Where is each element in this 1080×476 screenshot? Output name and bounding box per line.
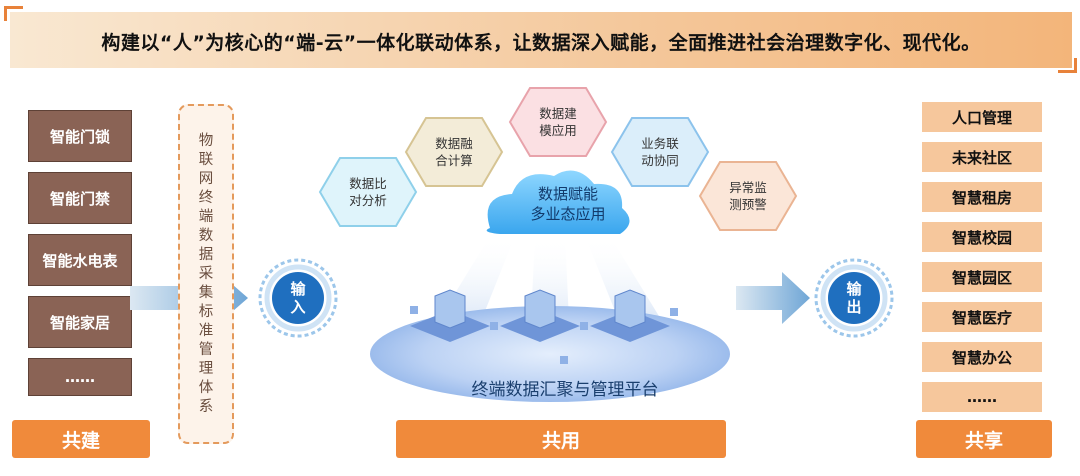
hexagon-business-linkage: 业务联 动协同 xyxy=(610,116,710,188)
vertical-char: 终 xyxy=(198,189,214,206)
application-item: 智慧园区 xyxy=(922,262,1042,292)
hexagon-label: 异常监 测预警 xyxy=(729,180,767,212)
vertical-char: 标 xyxy=(198,303,214,320)
hexagon-data-fusion: 数据融 合计算 xyxy=(404,116,504,188)
vertical-char: 数 xyxy=(198,227,214,244)
device-box: …… xyxy=(28,358,132,396)
device-box: 智能门禁 xyxy=(28,172,132,224)
vertical-char: 采 xyxy=(198,265,214,282)
corner-bracket-bottom-right xyxy=(1058,58,1077,73)
platform-label: 终端数据汇聚与管理平台 xyxy=(471,380,659,400)
hexagon-data-comparison: 数据比 对分析 xyxy=(318,156,418,228)
bottom-bar-co-share: 共享 xyxy=(916,420,1052,458)
vertical-char: 端 xyxy=(198,208,214,225)
vertical-char: 联 xyxy=(198,151,214,168)
application-item: 智慧租房 xyxy=(922,182,1042,212)
hexagon-label: 数据比 对分析 xyxy=(349,176,387,208)
hexagon-label: 业务联 动协同 xyxy=(641,136,679,168)
application-item: 智慧医疗 xyxy=(922,302,1042,332)
device-box: 智能门锁 xyxy=(28,110,132,162)
vertical-char: 理 xyxy=(198,360,214,377)
input-label: 输 入 xyxy=(290,280,306,316)
input-circle xyxy=(258,258,338,338)
vertical-char: 集 xyxy=(198,284,214,301)
device-box: 智能家居 xyxy=(28,296,132,348)
iot-standard-label: 物 联 网 终 端 数 据 采 集 标 准 管 理 体 系 xyxy=(178,104,234,444)
output-arrow xyxy=(736,272,810,324)
vertical-char: 网 xyxy=(198,170,214,187)
hexagon-label: 数据建 模应用 xyxy=(539,106,577,138)
application-item: 智慧办公 xyxy=(922,342,1042,372)
banner-title: 构建以“人”为核心的“端-云”一体化联动体系，让数据深入赋能，全面推进社会治理数… xyxy=(101,32,981,54)
application-item: …… xyxy=(922,382,1042,412)
platform-illustration xyxy=(370,170,730,402)
hexagon-anomaly-warning: 异常监 测预警 xyxy=(698,160,798,232)
device-box: 智能水电表 xyxy=(28,234,132,286)
vertical-char: 据 xyxy=(198,246,214,263)
vertical-char: 管 xyxy=(198,341,214,358)
header-banner: 构建以“人”为核心的“端-云”一体化联动体系，让数据深入赋能，全面推进社会治理数… xyxy=(10,12,1072,68)
output-circle xyxy=(814,258,894,338)
vertical-char: 物 xyxy=(198,132,214,149)
application-item: 未来社区 xyxy=(922,142,1042,172)
vertical-char: 准 xyxy=(198,322,214,339)
application-item: 人口管理 xyxy=(922,102,1042,132)
output-label: 输 出 xyxy=(846,280,862,316)
vertical-char: 系 xyxy=(198,398,214,415)
application-item: 智慧校园 xyxy=(922,222,1042,252)
bottom-bar-co-use: 共用 xyxy=(396,420,726,458)
hexagon-data-modeling: 数据建 模应用 xyxy=(508,86,608,158)
bottom-bar-co-build: 共建 xyxy=(12,420,150,458)
hexagon-label: 数据融 合计算 xyxy=(435,136,473,168)
corner-bracket-top-left xyxy=(4,6,23,21)
cloud-label: 数据赋能 多业态应用 xyxy=(530,185,606,223)
vertical-char: 体 xyxy=(198,379,214,396)
